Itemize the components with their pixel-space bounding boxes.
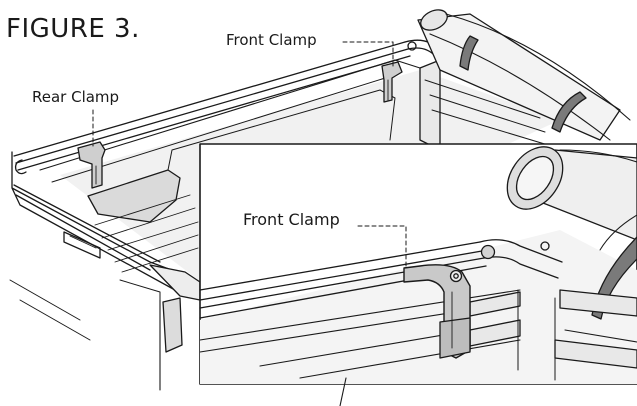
- main-rear-clamp: [77, 141, 106, 189]
- cover-strap: [459, 35, 479, 71]
- detail-inset: [199, 143, 637, 385]
- bed-front-wall: [419, 59, 441, 151]
- inset-front-clamp: [403, 264, 471, 359]
- rolled-tonneau-cover: [417, 9, 631, 141]
- figure-title: FIGURE 3.: [6, 14, 140, 44]
- leader-main-front-clamp: [342, 41, 394, 67]
- leader-inset-front-clamp: [357, 225, 407, 269]
- main-front-clamp: [381, 61, 403, 103]
- side-handle: [63, 231, 101, 259]
- callout-main-rear-clamp: Rear Clamp: [32, 88, 120, 106]
- callout-main-front-clamp: Front Clamp: [226, 31, 317, 49]
- cover-strap: [551, 91, 587, 133]
- rail-end-knob: [480, 244, 496, 260]
- tail-light: [162, 297, 183, 353]
- callout-inset-front-clamp: Front Clamp: [243, 210, 340, 229]
- clamp-knob: [449, 269, 463, 283]
